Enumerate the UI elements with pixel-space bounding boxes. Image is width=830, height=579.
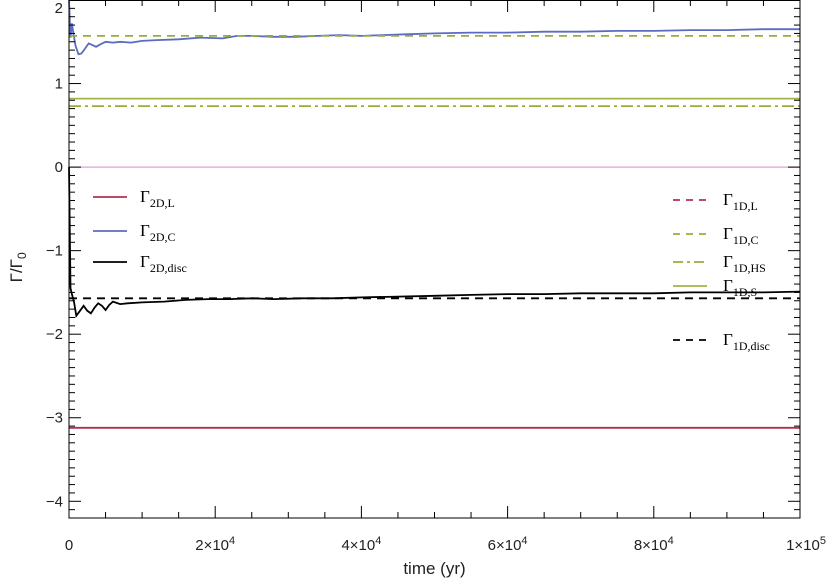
legend-label-subscript: 2D,disc [150,261,187,275]
x-tick-label: 4×104 [341,535,381,554]
x-tick-label: 2×104 [195,535,235,554]
x-tick-label: 8×104 [634,535,674,554]
series-layer [68,0,801,429]
y-axis-label-sub: 0 [15,252,29,259]
y-tick-label: 2 [55,0,63,17]
x-tick-label-exponent: 4 [229,535,235,547]
legend-label-1d-s: Γ1D,S [723,276,757,299]
legend-label-1d-c: Γ1D,C [723,224,759,247]
legend-label-subscript: 1D,L [733,199,758,213]
x-tick-label-exponent: 5 [820,535,826,547]
x-tick-label: 1×105 [786,535,826,554]
x-tick-label-mantissa: 8×10 [634,537,668,554]
legend-label-2d-disc: Γ2D,disc [140,252,187,275]
x-tick-label-mantissa: 1×10 [786,537,820,554]
legend-label-subscript: 1D,HS [733,261,766,275]
y-tick-label: −2 [46,326,63,343]
legend-label-subscript: 1D,C [733,233,759,247]
legend-label-symbol: Γ [140,187,150,206]
y-tick-label: 1 [55,76,63,93]
legend-label-subscript: 2D,L [150,196,175,210]
legend-label-symbol: Γ [723,330,733,349]
legend-label-subscript: 1D,S [733,285,757,299]
x-tick-label-mantissa: 2×10 [195,537,229,554]
y-tick-label: −4 [46,493,63,510]
legend-label-2d-c: Γ2D,C [140,221,176,244]
legend-label-1d-l: Γ1D,L [723,190,758,213]
legend-label-2d-l: Γ2D,L [140,187,175,210]
x-tick-label-mantissa: 0 [65,537,73,554]
legend-label-symbol: Γ [723,276,733,295]
legend-label-symbol: Γ [723,190,733,209]
x-tick-label-exponent: 4 [668,535,674,547]
y-axis-label-main: Γ/Γ [7,259,26,282]
y-tick-label: −3 [46,410,63,427]
legend-label-symbol: Γ [723,224,733,243]
legend-label-symbol: Γ [140,252,150,271]
x-tick-label-mantissa: 6×10 [488,537,522,554]
x-axis-label: time (yr) [403,559,465,578]
x-tick-label: 0 [65,537,73,554]
y-tick-label: 0 [55,159,63,176]
legend-label-subscript: 2D,C [150,230,176,244]
legend-label-symbol: Γ [723,252,733,271]
axis-ticks [68,0,801,519]
x-tick-label-mantissa: 4×10 [341,537,375,554]
x-tick-label-exponent: 4 [375,535,381,547]
x-tick-label: 6×104 [488,535,528,554]
y-tick-label: −1 [46,243,63,260]
x-tick-label-exponent: 4 [521,535,527,547]
legend: Γ2D,LΓ2D,CΓ2D,discΓ1D,LΓ1D,CΓ1D,HSΓ1D,SΓ… [93,187,770,353]
y-axis-label: Γ/Γ0 [7,252,29,282]
legend-label-1d-disc: Γ1D,disc [723,330,770,353]
legend-label-1d-hs: Γ1D,HS [723,252,766,275]
series-line-2d-c [68,0,800,56]
series-line-2d-disc [68,167,801,319]
legend-label-subscript: 1D,disc [733,339,770,353]
legend-label-symbol: Γ [140,221,150,240]
plot-frame [68,0,801,519]
